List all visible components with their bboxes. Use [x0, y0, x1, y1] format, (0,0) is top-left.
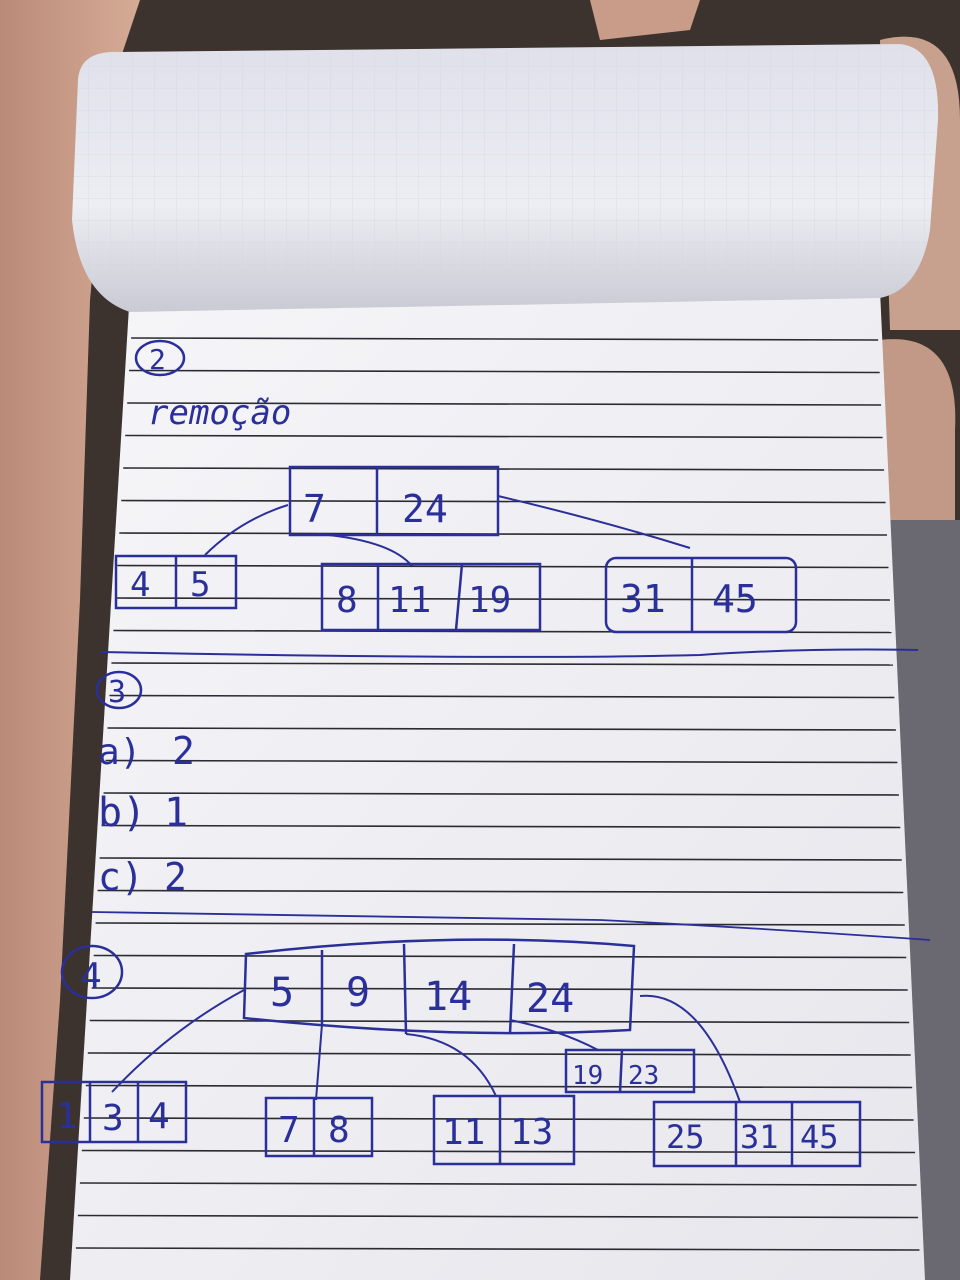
answer-value: 1 — [164, 790, 188, 836]
ruled-line — [81, 1149, 916, 1154]
tree-edge — [509, 1019, 599, 1051]
ruled-line — [87, 1052, 911, 1056]
node-key: 1 — [56, 1096, 78, 1137]
ruled-line — [99, 857, 902, 861]
tree-node: 1 3 4 — [40, 1080, 188, 1144]
node-key: 4 — [148, 1096, 170, 1137]
section-number: 4 — [80, 956, 102, 997]
ruled-line — [105, 759, 898, 764]
node-key: 25 — [666, 1118, 705, 1156]
node-key: 24 — [526, 976, 574, 1022]
section-number: 3 — [108, 675, 126, 710]
answer-label: b) — [98, 790, 146, 836]
section-number-circle — [95, 670, 143, 710]
ruled-line — [109, 694, 895, 699]
ruled-line — [129, 369, 880, 374]
answer-value: 2 — [172, 729, 195, 773]
answer-label: c) — [98, 855, 144, 899]
node-key: 5 — [270, 970, 294, 1016]
tree-node: 8 11 19 — [320, 562, 542, 632]
ruled-line — [95, 922, 905, 926]
section-divider — [91, 911, 931, 941]
ruled-line — [131, 337, 879, 341]
ruled-line — [83, 1117, 914, 1121]
tree-edge — [111, 989, 245, 1093]
tree-node: 19 23 — [564, 1048, 696, 1094]
ruled-line — [79, 1182, 917, 1186]
section-heading: remoção — [148, 393, 291, 433]
ruled-line — [97, 889, 904, 894]
ruled-line — [127, 402, 882, 406]
answer-label: a) — [98, 732, 141, 773]
tree-node-root: 5 9 14 24 — [242, 938, 636, 1035]
node-key: 45 — [712, 577, 758, 621]
node-key: 13 — [510, 1112, 553, 1153]
notepad-page — [70, 290, 925, 1280]
tree-edge — [497, 495, 691, 549]
tree-node: 25 31 45 — [652, 1100, 862, 1168]
node-key: 5 — [190, 565, 210, 605]
ruled-line — [125, 434, 883, 439]
section-number-circle — [60, 944, 124, 1000]
node-key: 3 — [102, 1098, 124, 1139]
tree-node: 7 8 — [264, 1096, 374, 1158]
node-key: 45 — [800, 1118, 839, 1156]
tree-edge — [405, 1033, 497, 1097]
ruled-line — [93, 954, 907, 959]
node-key: 23 — [628, 1061, 659, 1091]
node-key: 8 — [328, 1110, 350, 1151]
section-number-circle — [134, 339, 186, 377]
tree-edge — [639, 994, 741, 1103]
tree-edge — [317, 533, 413, 567]
node-key: 24 — [402, 487, 448, 531]
tree-node: 4 5 — [114, 554, 238, 610]
node-key: 19 — [468, 580, 511, 621]
ruled-line — [107, 727, 896, 731]
tree-edge — [204, 504, 289, 556]
section-four: 4 5 9 14 24 1 3 4 — [40, 938, 862, 1168]
ruled-line — [115, 597, 891, 601]
ruled-line — [77, 1214, 919, 1219]
ruled-line — [91, 987, 908, 991]
ruled-line — [89, 1019, 910, 1024]
node-key: 31 — [620, 577, 666, 621]
tree-node: 31 45 — [604, 556, 798, 634]
ruled-line — [121, 499, 886, 504]
node-key: 31 — [740, 1118, 779, 1156]
ruled-lines — [75, 337, 920, 1251]
ruled-line — [103, 792, 899, 796]
tree-node: 11 13 — [432, 1094, 576, 1166]
node-key: 11 — [442, 1112, 485, 1153]
section-three: 3 a) 2 b) 1 c) 2 — [91, 670, 931, 941]
node-key: 19 — [572, 1061, 603, 1091]
finger-right-mid — [880, 339, 956, 520]
tree-node-root: 7 24 — [288, 465, 500, 537]
tree-edge — [315, 1023, 323, 1101]
node-key: 7 — [278, 1110, 300, 1151]
node-key: 11 — [388, 580, 431, 621]
node-key: 9 — [346, 970, 370, 1016]
ruled-line — [75, 1247, 920, 1251]
section-number: 2 — [149, 343, 166, 376]
section-divider — [99, 648, 919, 658]
node-key: 14 — [424, 974, 472, 1020]
node-key: 4 — [130, 565, 150, 605]
ruled-line — [111, 662, 894, 666]
hand — [0, 0, 140, 1280]
answer-value: 2 — [164, 855, 187, 899]
ruled-line — [123, 467, 885, 471]
node-key: 8 — [336, 580, 358, 621]
ruled-line — [101, 824, 901, 829]
thumb-top — [590, 0, 700, 40]
section-removal: 2 remoção 7 24 4 5 8 11 19 — [99, 339, 919, 658]
ruled-line — [119, 532, 888, 536]
ruled-line — [85, 1084, 913, 1089]
node-key: 7 — [303, 487, 326, 531]
ruled-line — [117, 564, 889, 569]
